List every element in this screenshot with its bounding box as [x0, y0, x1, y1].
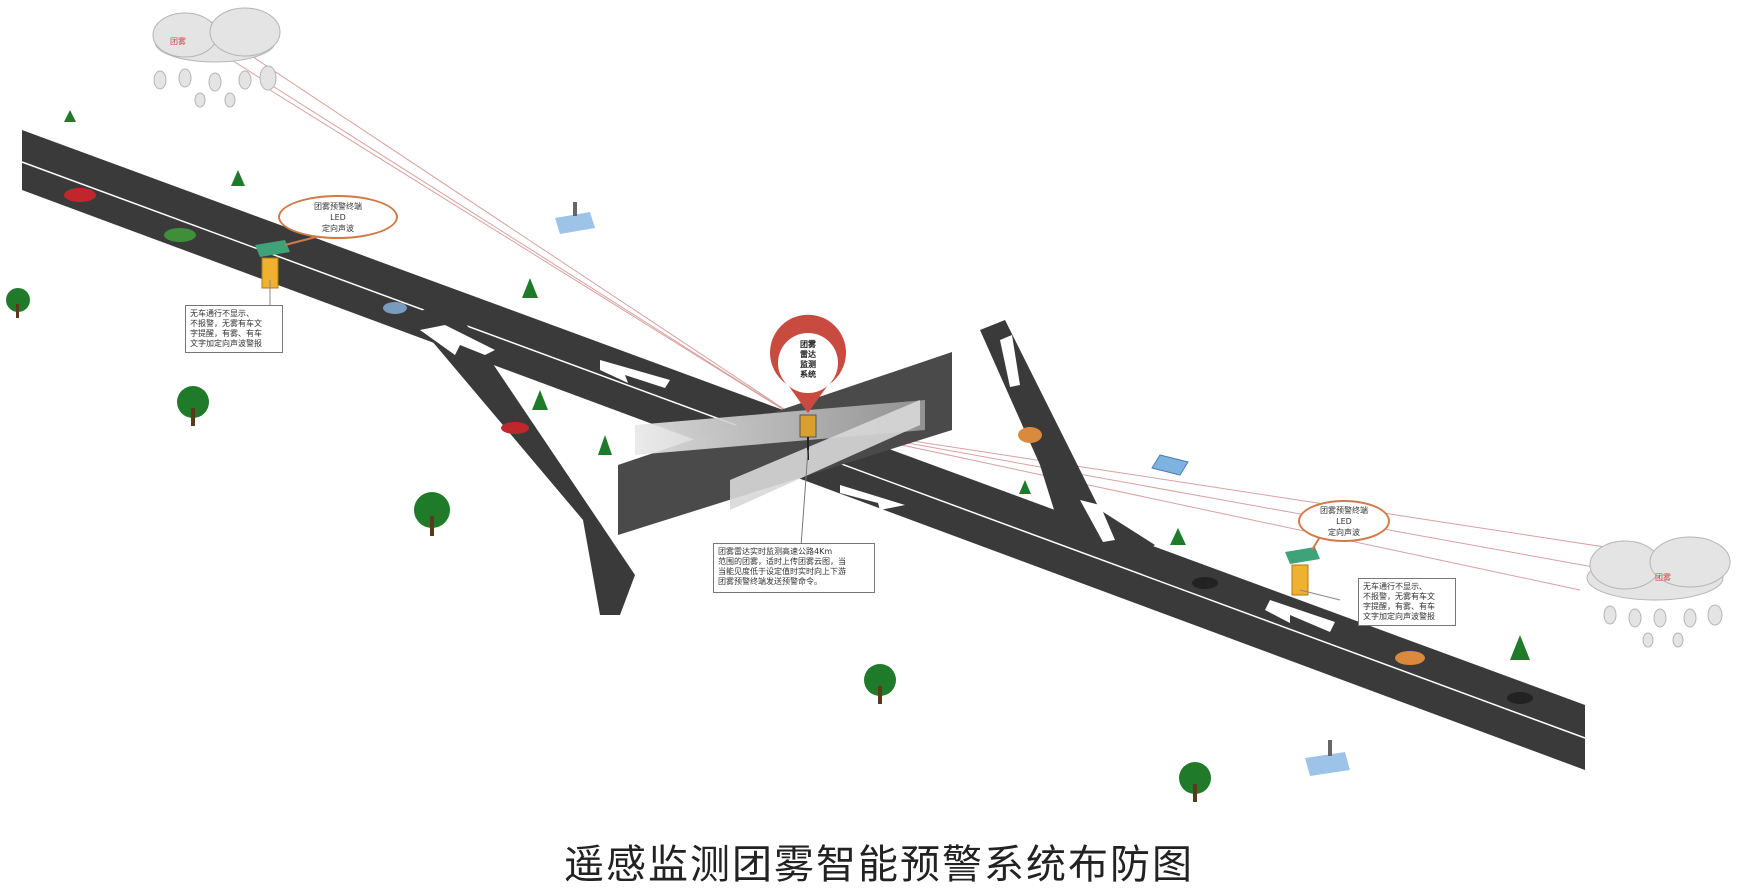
terminal-bubble-left: 团雾预警终端 LED 定向声波 — [278, 195, 398, 239]
cloud-label-right: 团雾 — [1655, 572, 1671, 583]
cloud-left — [153, 8, 280, 107]
led-terminal-right — [1285, 547, 1320, 595]
radar-unit — [800, 415, 816, 560]
car-black-2 — [1507, 692, 1533, 704]
car-red-2 — [501, 422, 529, 434]
radar-note: 团雾雷达实时监测高速公路4Km 范围的团雾，适时上传团雾云图，当 当能见度低于设… — [713, 543, 875, 593]
terminal-note-left: 无车通行不显示、 不报警，无雾有车文 字提醒，有雾、有车 文字加定向声波警报 — [185, 305, 283, 353]
car-red-1 — [64, 188, 96, 202]
radar-pin-label: 团雾 雷达 监测 系统 — [783, 340, 833, 380]
car-black-1 — [1192, 577, 1218, 589]
terminal-note-right: 无车通行不显示、 不报警，无雾有车文 字提醒，有雾、有车 文字加定向声波警报 — [1358, 578, 1456, 626]
car-orange-1 — [1018, 427, 1042, 443]
cloud-right — [1587, 537, 1730, 647]
car-blue — [383, 302, 407, 314]
terminal-bubble-right: 团雾预警终端 LED 定向声波 — [1298, 500, 1390, 542]
diagram-caption: 遥感监测团雾智能预警系统布防图 — [0, 832, 1758, 890]
road-sign — [1152, 455, 1188, 475]
car-green — [164, 228, 196, 242]
cloud-label-left: 团雾 — [170, 36, 186, 47]
car-orange-2 — [1395, 651, 1425, 665]
